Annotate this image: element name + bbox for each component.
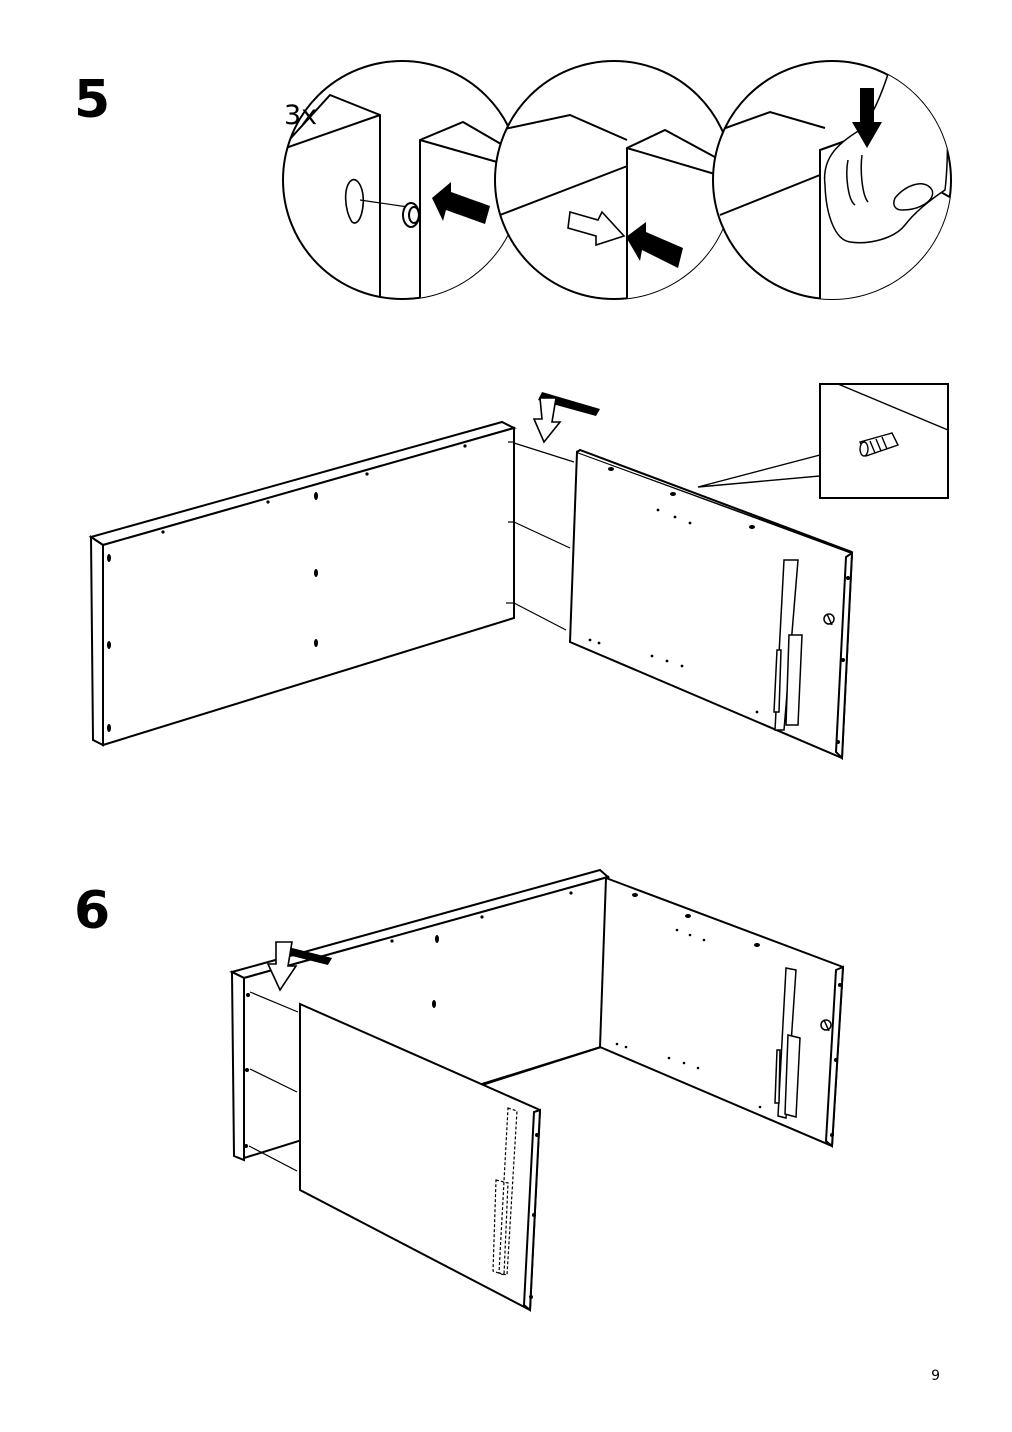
hollow-arrow-icon <box>567 210 626 247</box>
hollow-arrow-icon <box>266 941 298 992</box>
left-panel <box>88 420 575 747</box>
dowel-icon <box>402 202 420 228</box>
press-down-arrow-icon <box>852 88 882 148</box>
side-panel-right <box>481 876 845 1149</box>
detail-circle-2 <box>494 60 734 300</box>
side-panel-front <box>299 1002 542 1313</box>
push-arrow-icon <box>432 182 490 224</box>
page-number: 9 <box>931 1368 940 1384</box>
hollow-arrow-icon <box>532 397 562 444</box>
dowel-detail-box <box>697 383 949 499</box>
step-6-number: 6 <box>74 881 111 941</box>
detail-circle-1: 3x <box>282 60 522 300</box>
push-arrow-icon <box>626 222 683 268</box>
quantity-label: 3x <box>284 100 317 131</box>
detail-circle-3 <box>712 60 952 300</box>
dowel-icon <box>859 432 899 457</box>
right-panel <box>568 448 854 761</box>
hand-icon <box>823 67 951 244</box>
step-5-number: 5 <box>74 70 111 130</box>
insertion-arrows <box>532 392 600 444</box>
cam-lock-icon <box>344 178 365 224</box>
insertion-arrows-step6 <box>266 941 332 992</box>
